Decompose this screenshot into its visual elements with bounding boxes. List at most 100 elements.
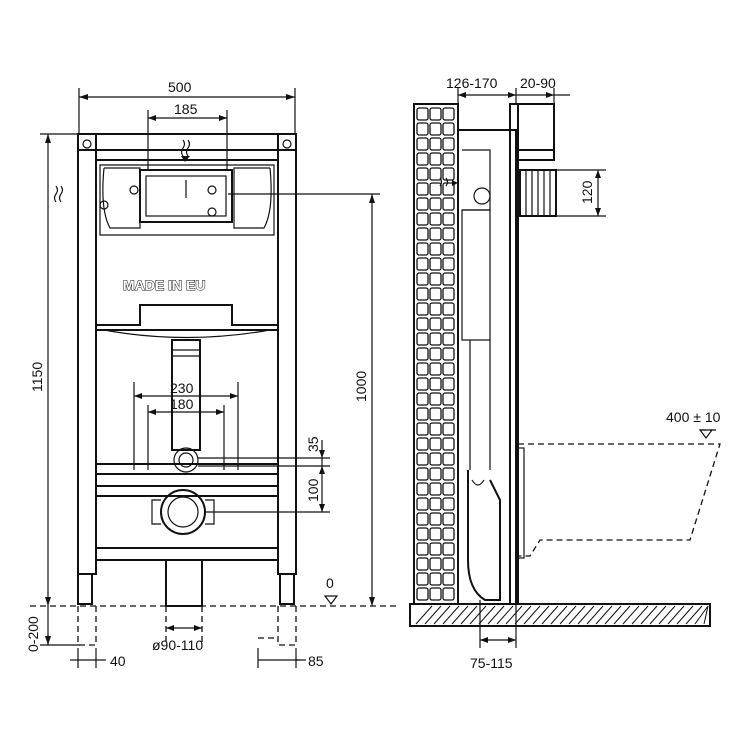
wall-tile <box>416 227 429 241</box>
wall-tile <box>442 467 455 481</box>
wall-tile <box>442 437 455 451</box>
wall-tile <box>442 527 455 541</box>
wall-tile <box>429 332 442 346</box>
wall-tile <box>429 242 442 256</box>
wall-tile <box>416 377 429 391</box>
wall-tile <box>429 287 442 301</box>
floor-hatch-line <box>442 605 460 625</box>
floor-hatch-line <box>424 605 442 625</box>
wall-tile <box>429 122 442 136</box>
wall-tile <box>442 287 455 301</box>
wall-tile <box>442 587 455 601</box>
wall-tile <box>416 197 429 211</box>
wall-tile <box>429 572 442 586</box>
wall-tile <box>416 452 429 466</box>
floor-hatch-line <box>604 605 622 625</box>
wall-tile <box>416 182 429 196</box>
dim-75-115: 75-115 <box>470 655 513 671</box>
floor-hatch-line <box>415 605 433 625</box>
wall-tile <box>442 107 455 121</box>
floor-hatch-line <box>658 605 676 625</box>
dim-zero: 0 <box>326 575 334 591</box>
wall-tile <box>416 437 429 451</box>
wall-tile <box>442 152 455 166</box>
floor-hatch-line <box>433 605 451 625</box>
wall-tile <box>442 212 455 226</box>
wall-tile <box>416 332 429 346</box>
wall-tile <box>416 557 429 571</box>
wall-tile <box>442 557 455 571</box>
wall-tile <box>429 497 442 511</box>
floor-hatch-line <box>541 605 559 625</box>
dim-500: 500 <box>168 79 192 95</box>
floor-hatch-line <box>550 605 568 625</box>
floor-hatch-line <box>685 605 703 625</box>
wall-tile <box>442 572 455 586</box>
wall-tile <box>442 332 455 346</box>
wall-tile <box>429 527 442 541</box>
floor-hatch-line <box>460 605 478 625</box>
wall-tile <box>429 542 442 556</box>
wall-tile <box>442 227 455 241</box>
floor-hatch-line <box>496 605 514 625</box>
front-view: MADE IN EU <box>30 88 400 668</box>
wall-tile <box>442 377 455 391</box>
wall-tile <box>442 302 455 316</box>
wall-tile <box>416 347 429 361</box>
wall-tile <box>429 347 442 361</box>
wall-tile <box>416 482 429 496</box>
wall-tile <box>442 512 455 526</box>
floor-hatch-line <box>640 605 658 625</box>
wall-tile <box>416 137 429 151</box>
wall-tile <box>416 362 429 376</box>
wall-tile <box>442 272 455 286</box>
wall-tile <box>429 137 442 151</box>
dim-1000: 1000 <box>353 371 369 402</box>
floor-hatch-line <box>676 605 694 625</box>
wall-tile <box>442 392 455 406</box>
wall-tile <box>416 512 429 526</box>
wall-tile <box>429 212 442 226</box>
wall-tile <box>416 257 429 271</box>
wall-tile <box>429 197 442 211</box>
floor-hatch-line <box>631 605 649 625</box>
wall-tile <box>442 452 455 466</box>
floor-hatch-line <box>586 605 604 625</box>
wall-tile <box>429 272 442 286</box>
wall-tile <box>442 422 455 436</box>
wall-tile <box>416 107 429 121</box>
wall-tile <box>416 587 429 601</box>
dim-40: 40 <box>110 653 126 669</box>
wall-tile <box>416 167 429 181</box>
wall-tile <box>442 542 455 556</box>
dim-126-170: 126-170 <box>446 75 498 91</box>
wall-tile <box>442 362 455 376</box>
floor-hatch-line <box>451 605 469 625</box>
wall-tile <box>429 257 442 271</box>
wall-tile <box>429 407 442 421</box>
wall-tile <box>429 107 442 121</box>
floor-hatch-line <box>487 605 505 625</box>
wall-tile <box>442 197 455 211</box>
wall-tile <box>429 362 442 376</box>
dim-180: 180 <box>170 396 194 412</box>
wall-tile <box>429 182 442 196</box>
wall-tile <box>429 452 442 466</box>
floor-hatch-line <box>523 605 541 625</box>
dim-230: 230 <box>170 380 194 396</box>
wall-tile <box>442 122 455 136</box>
wall-tile <box>416 302 429 316</box>
wall-tile <box>429 167 442 181</box>
wall-tile <box>442 242 455 256</box>
dim-0-200: 0-200 <box>25 616 41 652</box>
floor-hatch-line <box>595 605 613 625</box>
floor-hatch-line <box>577 605 595 625</box>
dim-bowl-height: 400 ± 10 <box>666 409 721 425</box>
wall-tile <box>416 122 429 136</box>
floor-hatch-line <box>532 605 550 625</box>
wall-tile <box>416 542 429 556</box>
dim-1150: 1150 <box>29 362 45 392</box>
wall-tile <box>442 257 455 271</box>
dim-85: 85 <box>308 653 324 669</box>
